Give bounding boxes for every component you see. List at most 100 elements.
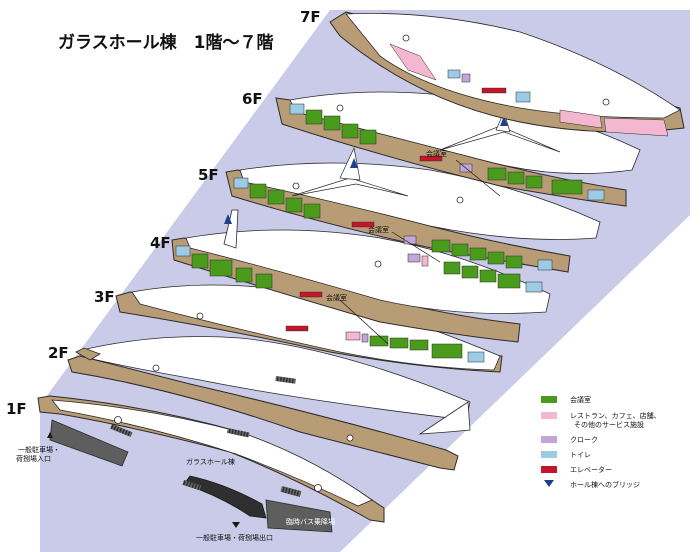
- floor-label-5f: 5F: [198, 166, 219, 184]
- parking-exit-label: 一般駐車場・荷捌場出口: [196, 533, 273, 542]
- meeting-room: [341, 123, 359, 139]
- meeting-room: [235, 267, 253, 283]
- legend: 会議室 レストラン、カフェ、店舗、その他のサービス施設 クローク トイレ エレベ…: [541, 395, 661, 489]
- floor-label-3f: 3F: [94, 288, 115, 306]
- legend-swatch-meeting: [541, 396, 557, 403]
- meeting-room: [443, 261, 461, 275]
- meeting-room-label-5f: 会議室: [368, 225, 389, 234]
- elevator: [285, 325, 309, 332]
- cloak-room: [407, 253, 421, 263]
- floor-label-2f: 2F: [48, 344, 69, 362]
- pillar-circle: [374, 260, 382, 268]
- bridge-marker-icon: [350, 158, 358, 168]
- pillar-circle: [314, 484, 322, 492]
- restaurant-room: [389, 43, 437, 81]
- legend-swatch-restaurant: [541, 412, 557, 419]
- floor-label-6f: 6F: [242, 90, 263, 108]
- meeting-room: [505, 255, 523, 269]
- toilet-room: [447, 69, 461, 79]
- exit-marker-icon: [232, 522, 240, 528]
- floor-5f: [225, 146, 601, 273]
- meeting-room: [461, 265, 479, 279]
- meeting-room: [431, 343, 463, 359]
- bridge-marker-icon: [500, 116, 508, 126]
- legend-label-toilet: トイレ: [570, 451, 591, 459]
- toilet-room: [525, 281, 543, 293]
- cloak-room: [361, 333, 369, 343]
- legend-label-bridge: ホール棟へのブリッジ: [570, 480, 640, 489]
- cloak-room: [461, 73, 471, 83]
- legend-label-restaurant: レストラン、カフェ、店舗、その他のサービス施設: [570, 411, 661, 429]
- meeting-room: [285, 197, 303, 213]
- pillar-circle: [152, 364, 160, 372]
- meeting-room: [267, 189, 285, 205]
- meeting-room: [255, 273, 273, 289]
- meeting-room: [209, 259, 233, 277]
- floor-label-1f: 1F: [6, 400, 27, 418]
- legend-label-elevator: エレベーター: [570, 465, 612, 474]
- building-label: ガラスホール棟: [186, 457, 235, 466]
- meeting-room: [451, 243, 469, 257]
- meeting-room: [323, 115, 341, 131]
- legend-swatch-elevator: [541, 466, 557, 473]
- diagram-title: ガラスホール棟 1階～７階: [58, 32, 274, 53]
- floor-label-4f: 4F: [150, 234, 171, 252]
- toilet-room: [467, 351, 485, 363]
- legend-swatch-toilet: [541, 451, 557, 458]
- floor-4f: [171, 209, 551, 345]
- toilet-room: [233, 177, 249, 189]
- meeting-room: [525, 175, 543, 189]
- elevator: [351, 221, 375, 228]
- legend-swatch-cloak: [541, 436, 557, 443]
- meeting-room: [305, 109, 323, 125]
- meeting-room: [409, 339, 429, 351]
- pillar-circle: [336, 104, 344, 112]
- restaurant-room: [345, 331, 361, 341]
- bus-area: [265, 499, 333, 533]
- meeting-room: [191, 253, 209, 269]
- legend-triangle-icon: [544, 480, 554, 487]
- toilet-room: [515, 91, 531, 103]
- meeting-room: [551, 179, 583, 195]
- meeting-room: [389, 337, 409, 349]
- legend-label-cloak: クローク: [570, 436, 598, 444]
- meeting-room-label-6f: 会議室: [426, 149, 447, 158]
- meeting-room: [469, 247, 487, 261]
- meeting-room: [487, 251, 505, 265]
- meeting-room: [487, 167, 507, 181]
- parking-entrance-label: 一般駐車場・荷捌場入口: [16, 445, 60, 463]
- pillar-circle: [602, 98, 610, 106]
- pillar-circle: [346, 434, 354, 442]
- elevator: [419, 155, 443, 162]
- meeting-room: [497, 273, 521, 289]
- pillar-circle: [456, 196, 464, 204]
- meeting-room: [249, 183, 267, 199]
- toilet-room: [289, 103, 305, 115]
- bus-area-label: 臨時バス乗降場: [286, 517, 335, 526]
- pillar-circle: [114, 416, 122, 424]
- floor-label-7f: 7F: [300, 8, 321, 26]
- meeting-room: [479, 269, 497, 283]
- bridge-marker-icon: [224, 214, 232, 224]
- pillar-circle: [196, 312, 204, 320]
- toilet-room: [175, 245, 191, 257]
- meeting-room: [359, 129, 377, 145]
- meeting-room: [507, 171, 525, 185]
- cloak-room: [403, 235, 417, 245]
- meeting-room-label-4f: 会議室: [326, 293, 347, 302]
- toilet-room: [537, 259, 553, 271]
- floor-1f: [37, 395, 385, 533]
- floor-2f: [67, 336, 471, 471]
- floor-6f: [275, 91, 641, 207]
- meeting-room: [431, 239, 451, 253]
- floor-7f: [329, 11, 685, 137]
- entrance-marker-icon: [47, 432, 53, 438]
- pillar-circle: [292, 182, 300, 190]
- restaurant-room: [559, 109, 603, 129]
- meeting-room: [369, 335, 389, 347]
- restaurant-room: [603, 117, 669, 137]
- meeting-room: [303, 203, 321, 219]
- legend-label-meeting: 会議室: [570, 395, 591, 404]
- restaurant-room: [421, 255, 429, 267]
